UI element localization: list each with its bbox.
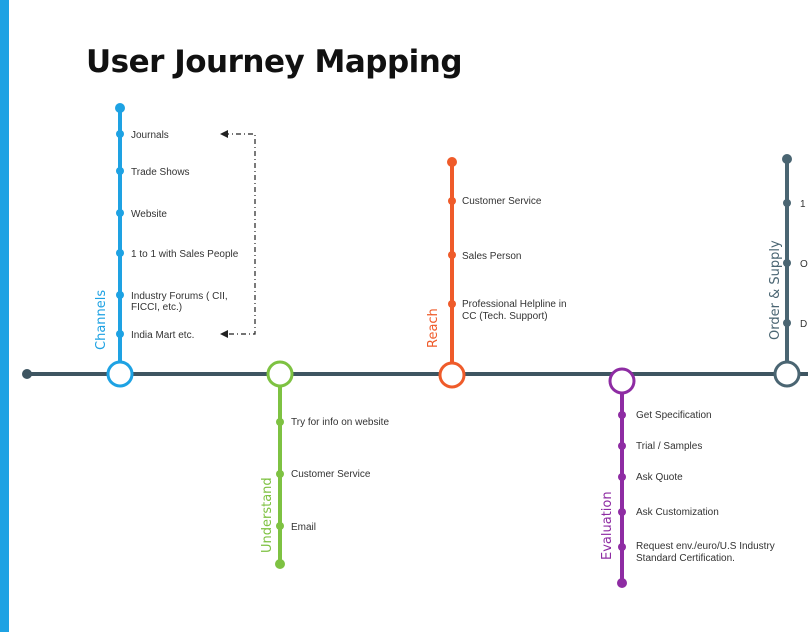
stage-channels: Journals Trade Shows Website 1 to 1 with… <box>94 103 256 362</box>
evaluation-label: Evaluation <box>600 491 615 560</box>
channels-item-dot <box>116 249 124 257</box>
reach-branch-end-dot <box>447 157 457 167</box>
evaluation-item: Ask Customization <box>636 507 719 518</box>
order-supply-item-dot <box>783 199 791 207</box>
stage-order-supply: 1 O D Order & Supply <box>768 154 808 362</box>
understand-branch-end-dot <box>275 559 285 569</box>
evaluation-item: Request env./euro/U.S Industry <box>636 541 775 552</box>
evaluation-branch-end-dot <box>617 578 627 588</box>
order-supply-item: D <box>800 319 807 330</box>
channels-item: Journals <box>131 130 169 141</box>
channels-item-dot <box>116 209 124 217</box>
accent-bar <box>0 0 9 632</box>
channels-node <box>106 360 134 388</box>
channels-label: Channels <box>94 290 109 350</box>
reach-item-dot <box>448 197 456 205</box>
evaluation-item-dot <box>618 543 626 551</box>
stage-understand: Try for info on website Customer Service… <box>260 386 389 569</box>
order-supply-label: Order & Supply <box>768 240 783 340</box>
evaluation-item: Ask Quote <box>636 472 683 483</box>
reach-item-dot <box>448 251 456 259</box>
reach-node <box>438 361 466 389</box>
arrow-left-icon <box>220 130 228 138</box>
order-supply-item-dot <box>783 319 791 327</box>
reach-item-dot <box>448 300 456 308</box>
channels-item: 1 to 1 with Sales People <box>131 249 239 260</box>
evaluation-item: Standard Certification. <box>636 553 735 564</box>
reach-item: Sales Person <box>462 251 521 262</box>
evaluation-node <box>608 367 636 395</box>
evaluation-item-dot <box>618 473 626 481</box>
understand-node <box>266 360 294 388</box>
channels-item: India Mart etc. <box>131 330 194 341</box>
understand-item-dot <box>276 418 284 426</box>
evaluation-item-dot <box>618 442 626 450</box>
understand-label: Understand <box>260 477 275 553</box>
reach-label: Reach <box>426 308 441 348</box>
channels-item: FICCI, etc.) <box>131 302 182 313</box>
order-supply-item-dot <box>783 259 791 267</box>
channels-item-dot <box>116 291 124 299</box>
evaluation-item: Get Specification <box>636 410 712 421</box>
understand-item-dot <box>276 522 284 530</box>
timeline-start-dot <box>22 369 32 379</box>
loop-connector <box>224 133 256 335</box>
understand-item-dot <box>276 470 284 478</box>
evaluation-item-dot <box>618 411 626 419</box>
channels-item: Website <box>131 209 167 220</box>
order-supply-item: O <box>800 259 808 270</box>
channels-item: Trade Shows <box>131 167 190 178</box>
order-supply-item: 1 <box>800 199 806 210</box>
evaluation-item: Trial / Samples <box>636 441 702 452</box>
stage-reach: Customer Service Sales Person Profession… <box>426 157 567 362</box>
order-supply-branch-end-dot <box>782 154 792 164</box>
understand-item: Customer Service <box>291 469 371 480</box>
arrow-left-icon <box>220 330 228 338</box>
channels-branch-end-dot <box>115 103 125 113</box>
channels-item: Industry Forums ( CII, <box>131 291 228 302</box>
reach-item: Customer Service <box>462 196 542 207</box>
understand-item: Try for info on website <box>291 417 389 428</box>
evaluation-item-dot <box>618 508 626 516</box>
page-title: User Journey Mapping <box>86 44 463 80</box>
reach-item: Professional Helpline in <box>462 299 567 310</box>
channels-item-dot <box>116 167 124 175</box>
order-supply-node <box>773 360 801 388</box>
channels-item-dot <box>116 130 124 138</box>
reach-item: CC (Tech. Support) <box>462 311 548 322</box>
stage-evaluation: Get Specification Trial / Samples Ask Qu… <box>600 393 775 588</box>
channels-item-dot <box>116 330 124 338</box>
understand-item: Email <box>291 522 316 533</box>
